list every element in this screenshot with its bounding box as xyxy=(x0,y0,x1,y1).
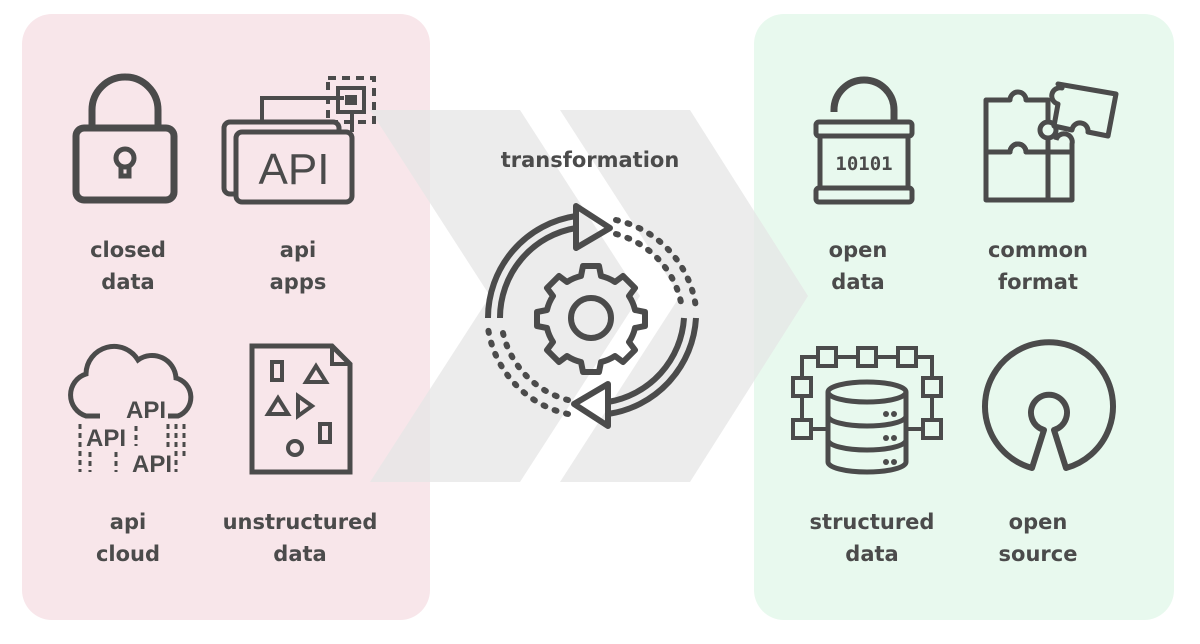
open-data-line2: data xyxy=(831,270,885,294)
svg-text:API: API xyxy=(126,397,166,424)
api-cloud-label: api cloud xyxy=(28,506,228,570)
structured-data-line2: data xyxy=(845,542,899,566)
open-source-item xyxy=(982,339,1117,476)
svg-text:10101: 10101 xyxy=(835,153,892,175)
api-apps-line1: api xyxy=(279,238,317,262)
unstructured-data-item xyxy=(249,343,355,479)
open-source-label: open source xyxy=(938,506,1138,570)
structured-data-line1: structured xyxy=(809,510,935,534)
common-format-item xyxy=(980,74,1125,206)
api-cloud-line2: cloud xyxy=(95,542,161,566)
common-format-line1: common xyxy=(987,238,1089,262)
transformation-title: transformation xyxy=(500,148,680,172)
open-source-icon xyxy=(982,339,1116,471)
closed-data-label: closed data xyxy=(28,234,228,298)
closed-data-line2: data xyxy=(101,270,155,294)
common-format-line2: format xyxy=(997,270,1078,294)
api-cloud-icon: API API API xyxy=(68,343,194,478)
transformation-item xyxy=(476,200,706,430)
unstructured-data-label: unstructured data xyxy=(200,506,400,570)
unstructured-data-line2: data xyxy=(273,542,327,566)
open-data-label: open data xyxy=(758,234,958,298)
closed-data-item xyxy=(70,70,180,205)
api-cloud-line1: api xyxy=(109,510,147,534)
open-data-item: 10101 xyxy=(812,76,917,208)
unstructured-data-line1: unstructured xyxy=(222,510,378,534)
puzzle-icon xyxy=(983,81,1119,203)
padlock-open-icon: 10101 xyxy=(813,76,915,205)
api-apps-label: api apps xyxy=(198,234,398,298)
unstructured-document-icon xyxy=(249,343,353,475)
closed-data-line1: closed xyxy=(90,238,166,262)
svg-text:API: API xyxy=(132,451,172,478)
api-cloud-item: API API API xyxy=(68,343,197,479)
svg-text:API: API xyxy=(86,425,126,452)
database-tree-icon xyxy=(791,346,943,475)
api-apps-item: API xyxy=(221,74,382,209)
open-source-line1: open xyxy=(1008,510,1068,534)
common-format-label: common format xyxy=(938,234,1138,298)
structured-data-item xyxy=(790,344,945,476)
padlock-closed-icon xyxy=(72,73,178,204)
target-panel xyxy=(754,14,1174,620)
open-data-line1: open xyxy=(828,238,888,262)
structured-data-label: structured data xyxy=(772,506,972,570)
api-apps-line2: apps xyxy=(269,270,327,294)
api-apps-icon: API xyxy=(221,76,376,205)
cycle-gear-icon xyxy=(484,203,699,429)
open-source-line2: source xyxy=(998,542,1078,566)
svg-text:API: API xyxy=(259,145,330,194)
